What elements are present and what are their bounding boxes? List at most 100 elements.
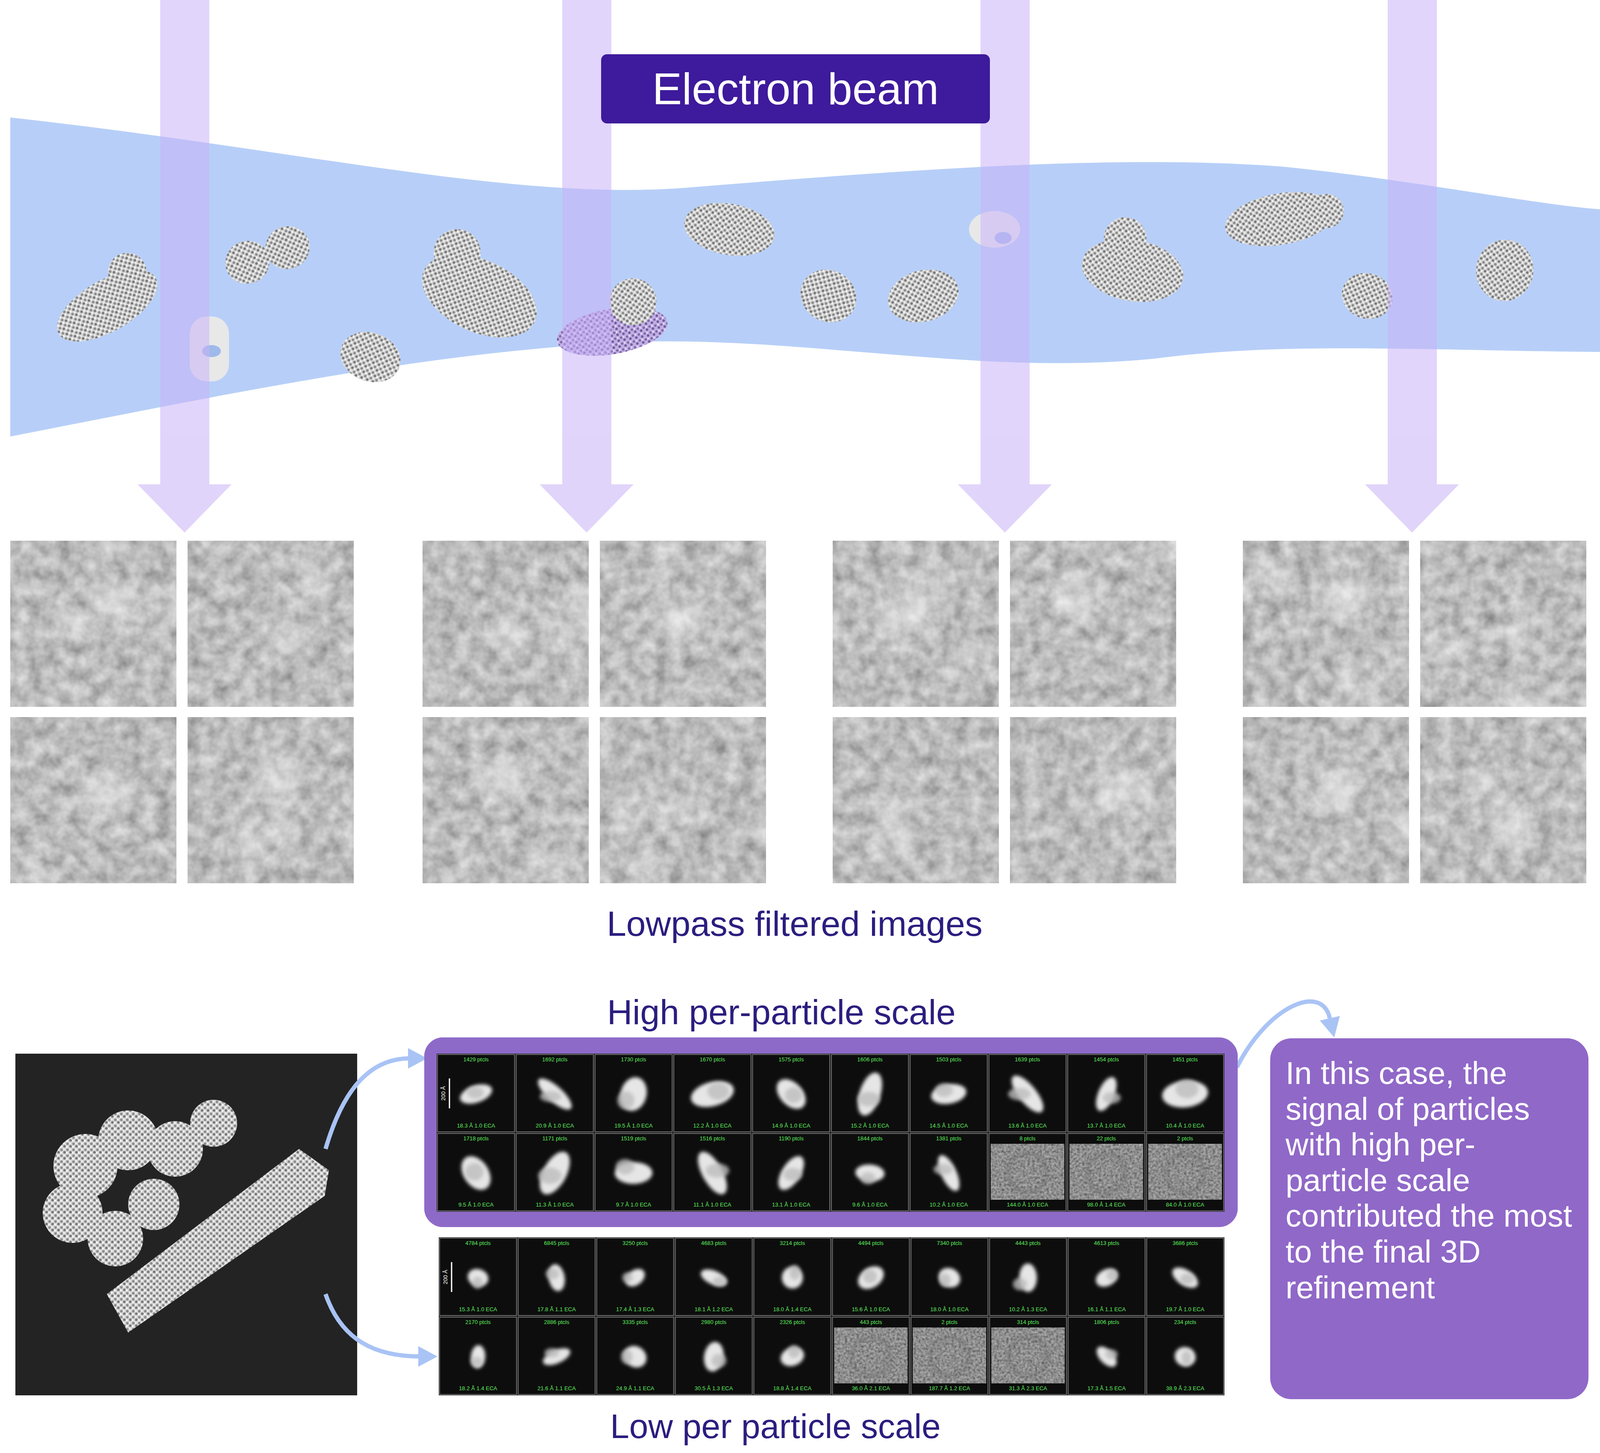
resolution-note: 98.0 Å 1.4 ECA bbox=[1066, 1201, 1146, 1209]
class-blob bbox=[615, 1159, 635, 1175]
particle-blob bbox=[43, 603, 100, 646]
class-cell bbox=[673, 1133, 751, 1212]
noise bbox=[187, 717, 354, 884]
particle-blob bbox=[474, 751, 528, 804]
particle-count: 1670 ptcls bbox=[672, 1056, 752, 1064]
resolution-note: 24.9 Å 1.1 ECA bbox=[595, 1385, 675, 1393]
class-cell bbox=[439, 1238, 517, 1316]
noise bbox=[991, 1327, 1065, 1384]
lowpass-images bbox=[10, 529, 1587, 901]
lowpass-image bbox=[10, 717, 177, 884]
noise bbox=[599, 540, 767, 708]
box-text: In this case, the signal of particles wi… bbox=[1285, 1055, 1574, 1306]
particle-count: 2886 ptcls bbox=[517, 1319, 596, 1327]
particle-count: 1451 ptcls bbox=[1145, 1056, 1225, 1064]
arrowhead bbox=[418, 1346, 438, 1368]
class-cell bbox=[752, 1133, 830, 1212]
class-panel bbox=[436, 1053, 1225, 1213]
resolution-note: 18.3 Å 1.0 ECA bbox=[436, 1122, 516, 1130]
particle-count: 1692 ptcls bbox=[515, 1056, 594, 1064]
particle-count: 4494 ptcls bbox=[831, 1240, 911, 1248]
particle-count: 6845 ptcls bbox=[517, 1240, 596, 1248]
particles bbox=[39, 182, 1539, 391]
particle-blob bbox=[1499, 612, 1537, 652]
class-blob bbox=[619, 1341, 651, 1373]
class-cell bbox=[989, 1054, 1066, 1133]
class-blob bbox=[1106, 1269, 1119, 1282]
lowpass-image bbox=[187, 540, 354, 708]
class-cell bbox=[516, 1054, 594, 1133]
class-blob bbox=[784, 1087, 803, 1104]
lowpass-image bbox=[1009, 717, 1177, 884]
resolution-note: 14.5 Å 1.0 ECA bbox=[909, 1122, 988, 1130]
panel-box: High per-particle scale bbox=[424, 1037, 1238, 1228]
class-blob bbox=[544, 1348, 559, 1358]
class-blob bbox=[1168, 1263, 1202, 1293]
particle-blob bbox=[86, 575, 143, 631]
scale-bar-label: 200 Å bbox=[440, 1086, 447, 1101]
class-cell bbox=[831, 1133, 909, 1212]
class-blob bbox=[540, 1344, 573, 1369]
class-cell bbox=[754, 1238, 831, 1316]
lowpass-image bbox=[1420, 540, 1587, 708]
resolution-note: 12.2 Å 1.0 ECA bbox=[672, 1122, 752, 1130]
class-cell bbox=[910, 1317, 988, 1395]
noise bbox=[1242, 717, 1410, 884]
class-blob bbox=[1180, 1274, 1195, 1285]
resolution-note: 17.8 Å 1.1 ECA bbox=[517, 1306, 596, 1314]
class-blob bbox=[705, 1163, 729, 1178]
particle-count: 2 ptcls bbox=[1145, 1135, 1225, 1143]
class-blob bbox=[622, 1272, 633, 1283]
resolution-note: 36.0 Å 2.1 ECA bbox=[831, 1385, 911, 1393]
class-blob bbox=[1105, 1350, 1118, 1360]
class-blob bbox=[1175, 1080, 1199, 1099]
resolution-note: 10.2 Å 1.3 ECA bbox=[988, 1306, 1068, 1314]
particle-count: 2980 ptcls bbox=[674, 1319, 754, 1327]
particle-blob bbox=[933, 634, 987, 682]
resolution-note: 31.3 Å 2.3 ECA bbox=[988, 1385, 1068, 1393]
electron-beams bbox=[137, 0, 1460, 533]
class-cell bbox=[1146, 1054, 1224, 1133]
resolution-note: 9.5 Å 1.0 ECA bbox=[436, 1201, 516, 1209]
class-blob bbox=[860, 1172, 876, 1185]
class-blob bbox=[1092, 1343, 1121, 1371]
particle-blob bbox=[1463, 765, 1505, 802]
class-blob bbox=[692, 1147, 733, 1200]
class-blob bbox=[773, 1152, 810, 1195]
class-blob bbox=[789, 1265, 801, 1281]
lowpass-image bbox=[422, 540, 589, 708]
resolution-note: 13.1 Å 1.0 ECA bbox=[751, 1201, 831, 1209]
class-blob bbox=[1092, 1265, 1121, 1292]
class-cell bbox=[1146, 1317, 1224, 1395]
noise bbox=[10, 540, 177, 708]
class-blob bbox=[933, 1164, 954, 1175]
map-panel bbox=[15, 1053, 358, 1396]
class-blob bbox=[466, 1086, 484, 1099]
particle-count: 2326 ptcls bbox=[753, 1319, 832, 1327]
particle-blob bbox=[260, 805, 306, 855]
callout-box: In this case, the signal of particles wi… bbox=[1270, 1038, 1589, 1400]
particle-count: 1639 ptcls bbox=[988, 1056, 1067, 1064]
class-cell bbox=[752, 1054, 830, 1133]
particle-count: 1429 ptcls bbox=[436, 1056, 516, 1064]
class-cell bbox=[989, 1133, 1066, 1212]
resolution-note: 10.2 Å 1.0 ECA bbox=[909, 1201, 988, 1209]
particle-blob bbox=[873, 789, 914, 831]
class-cell bbox=[675, 1238, 753, 1316]
noise bbox=[1420, 540, 1587, 708]
resolution-note: 18.1 Å 1.2 ECA bbox=[674, 1306, 754, 1314]
box-text: Electron beam bbox=[652, 64, 940, 114]
particle-count: 4613 ptcls bbox=[1067, 1240, 1146, 1248]
resolution-note: 18.0 Å 1.0 ECA bbox=[910, 1306, 989, 1314]
class-blob bbox=[771, 1074, 812, 1116]
class-blob bbox=[1012, 1278, 1028, 1291]
particle-blob bbox=[1045, 570, 1105, 630]
particle-count: 4683 ptcls bbox=[674, 1240, 754, 1248]
resolution-note: 30.5 Å 1.3 ECA bbox=[674, 1385, 754, 1393]
particle-count: 1730 ptcls bbox=[594, 1056, 673, 1064]
class-blob bbox=[935, 1083, 954, 1098]
resolution-note: 15.6 Å 1.0 ECA bbox=[831, 1306, 911, 1314]
particle-count: 3335 ptcls bbox=[595, 1319, 675, 1327]
lowpass-image bbox=[1242, 540, 1410, 708]
